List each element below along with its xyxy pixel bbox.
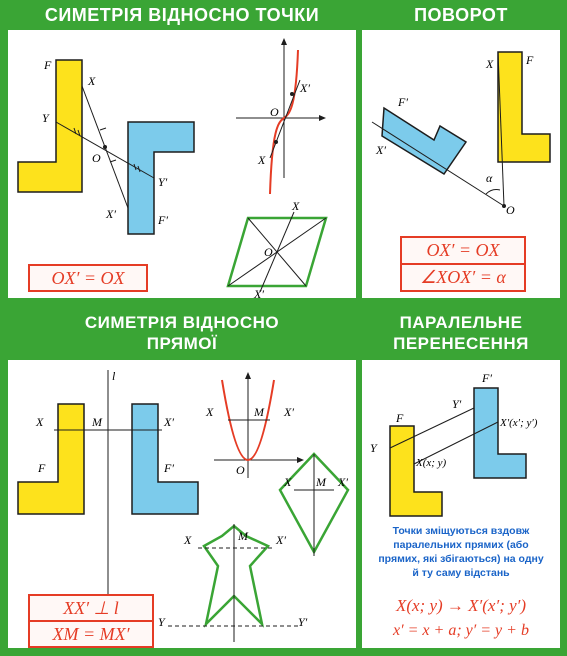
- label-Y-prime: Y′: [158, 175, 168, 189]
- label-l: l: [112, 369, 116, 383]
- figure-F: [497, 51, 551, 163]
- star-label-X: X: [183, 533, 192, 547]
- cubic-label-O: O: [270, 105, 279, 119]
- figure-F-prime: [473, 387, 527, 479]
- star-label-M: M: [237, 529, 249, 543]
- header-line-symmetry: СИМЕТРІЯ ВІДНОСНО ПРЯМОЇ: [84, 313, 280, 353]
- rotation-figure: X F F′ X′ α O: [371, 51, 551, 217]
- label-F-prime: F′: [163, 461, 174, 475]
- star-label-Y: Y: [158, 615, 166, 629]
- line-symmetry-figure: l X M X′ F F′ X M X′ O X M X′: [17, 369, 350, 642]
- star-figure: [202, 524, 271, 628]
- formula-rotation-line2: ∠XOX′ = α: [420, 267, 506, 287]
- header-rotation: ПОВОРОТ: [414, 5, 508, 25]
- star-label-X-prime: X′: [275, 533, 286, 547]
- point-symmetry-figure: F X Y O Y′ X′ F′ X′ O X X O: [17, 38, 328, 301]
- label-F: F: [525, 53, 534, 67]
- formula-rotation-line1: OX′ = OX: [402, 238, 524, 265]
- label-X-prime: X′: [105, 207, 116, 221]
- label-F: F: [37, 461, 46, 475]
- translation-figure: F′ Y′ F X′(x′; y′) Y X(x; y): [370, 371, 538, 517]
- panel-line-symmetry: l X M X′ F F′ X M X′ O X M X′: [8, 360, 356, 648]
- panel-rotation: X F F′ X′ α O OX′ = OX ∠XOX′ = α: [362, 30, 560, 298]
- cubic-label-X-prime: X′: [299, 81, 310, 95]
- label-X: X: [35, 415, 44, 429]
- formula-line-symmetry: XX′ ⊥ l XM = MX′: [28, 594, 154, 648]
- label-F-prime: F′: [157, 213, 168, 227]
- kite-label-X: X: [283, 475, 292, 489]
- label-X: X(x; y): [415, 457, 447, 469]
- formula-point-symmetry: OX′ = OX: [28, 264, 148, 292]
- label-alpha: α: [486, 171, 493, 185]
- label-Y: Y: [42, 111, 50, 125]
- kite-label-M: M: [315, 475, 327, 489]
- parabola-curve: [221, 379, 275, 461]
- header-translation: ПАРАЛЕЛЬНЕ ПЕРЕНЕСЕННЯ: [393, 313, 529, 353]
- rhombus-label-X-prime: X′: [253, 287, 264, 298]
- figure-F: [17, 403, 85, 515]
- parabola-label-O: O: [236, 463, 245, 477]
- formula-line-symmetry-line2: XM = MX′: [52, 624, 130, 644]
- rhombus: [226, 216, 328, 288]
- parabola-label-M: M: [253, 405, 265, 419]
- parabola-label-X: X: [205, 405, 214, 419]
- label-X-prime: X′(x′; y′): [499, 417, 538, 429]
- label-X-prime: X′: [163, 415, 174, 429]
- figure-F-prime: [131, 403, 199, 515]
- translation-note: Точки зміщуються вздовж паралельних прям…: [378, 525, 544, 579]
- header-point-symmetry: СИМЕТРІЯ ВІДНОСНО ТОЧКИ: [44, 5, 320, 25]
- label-O: O: [506, 203, 515, 217]
- formula-rotation: OX′ = OX ∠XOX′ = α: [400, 236, 526, 292]
- label-Y: Y: [370, 441, 378, 455]
- figure-F: [17, 59, 83, 193]
- label-X: X: [87, 74, 96, 88]
- translation-formula-1: X(x; y) → X′(x′; y′): [395, 596, 527, 615]
- label-F: F: [43, 58, 52, 72]
- figure-F-prime: [381, 106, 468, 176]
- rhombus-label-X: X: [291, 199, 300, 213]
- label-M: M: [91, 415, 103, 429]
- label-O: O: [92, 151, 101, 165]
- label-X: X: [485, 57, 494, 71]
- panel-translation: F′ Y′ F X′(x′; y′) Y X(x; y) Точки зміщу…: [362, 360, 560, 648]
- panel-point-symmetry: F X Y O Y′ X′ F′ X′ O X X O: [8, 30, 356, 301]
- kite-label-X-prime: X′: [337, 475, 348, 489]
- rhombus-label-O: O: [264, 245, 273, 259]
- cubic-label-X: X: [257, 153, 266, 167]
- label-F: F: [395, 411, 404, 425]
- label-F-prime: F′: [397, 95, 408, 109]
- figure-F-prime: [127, 121, 195, 235]
- label-F-prime: F′: [481, 371, 492, 385]
- label-X-prime: X′: [375, 143, 386, 157]
- parabola-label-X-prime: X′: [283, 405, 294, 419]
- formula-line-symmetry-line1: XX′ ⊥ l: [30, 596, 152, 622]
- translation-formula-2: x′ = x + a; y′ = y + b: [393, 622, 529, 639]
- figure-F: [389, 425, 443, 517]
- star-label-Y-prime: Y′: [298, 615, 308, 629]
- label-Y-prime: Y′: [452, 397, 462, 411]
